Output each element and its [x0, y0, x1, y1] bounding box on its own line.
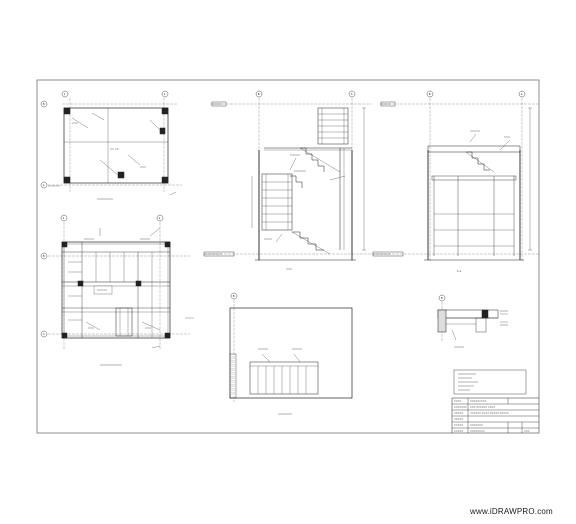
title-block-field: === ====== ====: [470, 406, 495, 409]
note-text: == ==: [110, 148, 119, 151]
note-text: ===: [145, 327, 151, 330]
grid-bubble-label: 2: [164, 92, 166, 96]
grid-bubbles-view3: B A: [255, 90, 356, 98]
title-block-field: =====: [454, 424, 463, 427]
framing-plan: [48, 222, 194, 350]
title-block-field: =======: [454, 406, 467, 409]
note-text: =====: [140, 238, 150, 241]
title-block-field: =====: [454, 412, 463, 415]
note-text: =====: [292, 348, 302, 351]
note-text: =======: [458, 377, 472, 380]
note-text: ========: [458, 385, 474, 388]
note-text: ===: [72, 122, 78, 125]
grid-bubble-label: B: [429, 92, 431, 96]
grid-bubble: [40, 100, 48, 108]
grid-bubble: [255, 90, 263, 98]
level-tag: =========: [204, 253, 222, 256]
title-block-field: =======: [470, 424, 483, 427]
section-label: 1-1: [457, 269, 462, 273]
grid-bubble: [230, 292, 238, 300]
grid-bubbles-view5: B: [230, 292, 238, 300]
watermark-text: www.iDRAWPRO.com: [470, 507, 553, 516]
title-block-field: =====: [454, 418, 463, 421]
note-text: ====: [500, 324, 508, 327]
note-text: ===: [88, 327, 94, 330]
note-text: ====: [500, 310, 508, 313]
plan-view-upper: [48, 98, 182, 196]
grid-bubble: [518, 90, 526, 98]
grid-bubble-label: 2: [159, 216, 161, 220]
sheet-border: [36, 79, 540, 434]
level-tag: =====: [381, 103, 391, 106]
note-text: =====: [97, 289, 107, 292]
view-title: ========: [97, 198, 113, 201]
title-block-field: ====== ==== ===== =====: [470, 412, 509, 415]
grid-bubble-label: A: [43, 183, 45, 187]
view-title: ===========: [100, 364, 122, 367]
note-text: =====: [470, 130, 480, 133]
title-block-field: ========: [470, 430, 485, 433]
note-text: ==========: [458, 381, 478, 384]
grid-bubbles-view1: 1 2 B A: [40, 90, 169, 189]
level-tag: =====: [212, 103, 222, 106]
grid-bubble: [348, 90, 356, 98]
note-text: ======: [458, 389, 470, 392]
grid-bubble-label: 1: [64, 92, 66, 96]
grid-bubble: [40, 181, 48, 189]
sheet-number: ===: [524, 430, 530, 433]
grid-bubble: [161, 90, 169, 98]
general-notes-box: ========= ======= ========== ======== ==…: [453, 369, 527, 395]
title-block-field: =====: [454, 430, 463, 433]
note-text: =====: [290, 154, 300, 157]
grid-bubble-label: A: [351, 92, 353, 96]
grid-bubble-label: B: [441, 296, 443, 300]
note-text: ====: [264, 238, 272, 241]
grid-bubble: [40, 252, 48, 260]
note-text: ======: [294, 170, 306, 173]
connection-detail: [437, 302, 508, 342]
grid-bubbles-view2: 1 2 B A: [40, 214, 164, 338]
view-title: ===: [286, 268, 292, 271]
grid-bubble-label: A: [43, 332, 45, 336]
grid-bubble: [426, 90, 434, 98]
title-block-field: =========: [470, 400, 487, 403]
view-title: =====: [454, 346, 464, 349]
grid-bubble-label: 1: [63, 216, 65, 220]
level-tag: =========: [373, 253, 391, 256]
title-block: [451, 397, 539, 433]
grid-bubble: [60, 214, 68, 222]
note-text: ===: [140, 166, 146, 169]
stair-section-middle: [203, 98, 372, 262]
title-block-field: ====: [454, 400, 461, 403]
grid-bubble-label: B: [43, 254, 45, 258]
grid-bubble-label: B: [258, 92, 260, 96]
grid-bubbles-view4: B A: [426, 90, 526, 98]
grid-bubble: [438, 294, 446, 302]
grid-bubble-label: A: [521, 92, 523, 96]
stair-section-right: [372, 98, 540, 262]
stair-section-right-labels: ===== ========= ===== === 1-1: [373, 103, 510, 273]
view-title: =======: [278, 413, 292, 416]
note-text: =========: [458, 373, 476, 376]
stair-section-middle-labels: ===== ========= ===== ====== ==== ===: [204, 103, 306, 271]
title-block-text: ==== ========= ======= === ====== ==== =…: [454, 400, 530, 433]
note-text: =====: [258, 348, 268, 351]
grid-bubbles-view6: B: [438, 294, 446, 302]
note-text: =====: [84, 238, 94, 241]
landing-elevation-labels: ===== ===== =======: [258, 348, 302, 416]
connection-detail-labels: ==== ==== =====: [454, 310, 508, 349]
framing-plan-labels: ===== ===== ===== === === ===========: [84, 238, 151, 367]
note-text: ===: [504, 136, 510, 139]
grid-bubble: [156, 214, 164, 222]
grid-bubble: [61, 90, 69, 98]
grid-bubble-label: B: [43, 102, 45, 106]
landing-elevation: [229, 300, 353, 402]
grid-bubble-label: B: [233, 294, 235, 298]
grid-bubble: [40, 330, 48, 338]
plan-view-upper-labels: === == == === ========: [72, 122, 146, 201]
